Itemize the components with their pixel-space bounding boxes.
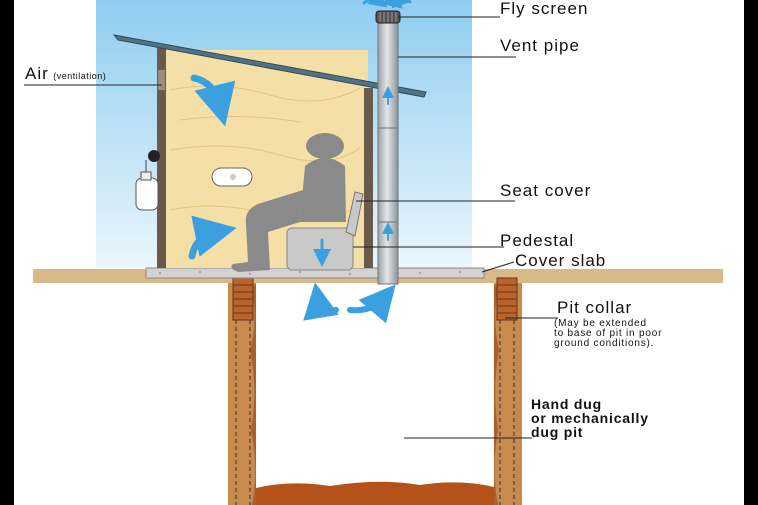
pit-label-line: Hand dug [531, 396, 602, 412]
wall-post-left [157, 46, 166, 268]
label-pit: Hand dug or mechanically dug pit [531, 397, 649, 439]
label-fly-screen: Fly screen [500, 0, 589, 18]
label-air-note: (ventilation) [53, 71, 107, 81]
pit-collar-note-line: to base of pit in poor [554, 328, 663, 339]
fly-screen [375, 10, 401, 24]
pit-waste [256, 481, 494, 505]
label-cover-slab: Cover slab [515, 251, 607, 270]
label-pit-collar-note: (May be extended to base of pit in poor … [554, 319, 662, 349]
pit-label-line: or mechanically [531, 410, 649, 426]
hand-wash-container-icon [135, 150, 160, 211]
seat-cover [345, 191, 364, 237]
label-pedestal: Pedestal [500, 231, 575, 250]
label-pit-collar: Pit collar [557, 298, 633, 317]
vent-pipe [377, 21, 399, 285]
label-vent-pipe: Vent pipe [500, 36, 580, 55]
label-seat-cover: Seat cover [500, 181, 592, 200]
pit-collar-left [232, 277, 254, 321]
label-air: Air (ventilation) [25, 64, 106, 84]
label-air-text: Air [25, 64, 49, 83]
pit-collar-note-line: ground conditions). [554, 338, 655, 349]
pit-collar-note-line: (May be extended [554, 318, 647, 329]
airflow-arrows [188, 0, 412, 324]
roof [112, 34, 427, 98]
toilet-paper-icon [211, 167, 253, 187]
leader-lines [24, 16, 558, 439]
wall-post-right [364, 88, 373, 268]
pit-wall-right [494, 283, 522, 505]
pit-wall-left [228, 283, 256, 505]
pedestal [286, 227, 354, 271]
pit-label-line: dug pit [531, 424, 584, 440]
pit-collar-right [496, 277, 518, 321]
pit-interior [256, 283, 494, 505]
seated-person-icon [231, 133, 346, 272]
